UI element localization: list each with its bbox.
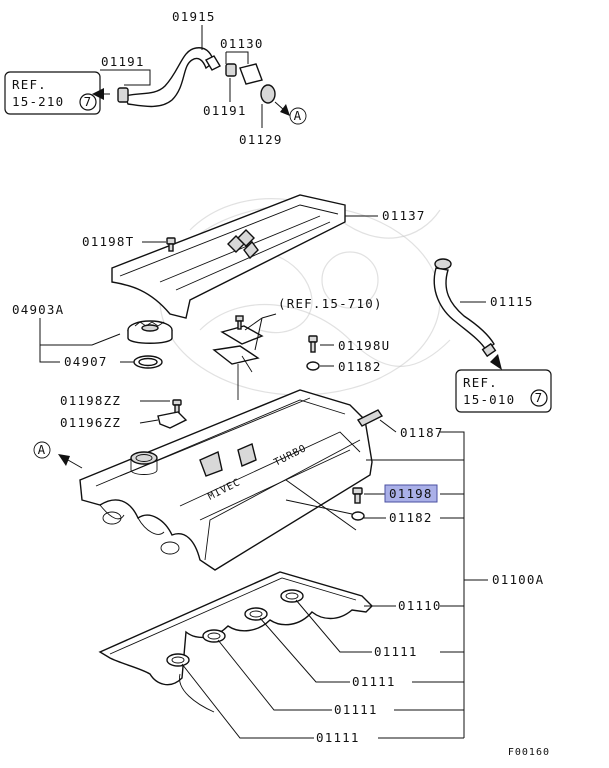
svg-text:15-010: 15-010	[463, 392, 515, 407]
label-04907: 04907	[64, 354, 108, 369]
label-01100A: 01100A	[492, 572, 544, 587]
pcv-valve	[239, 63, 263, 85]
bolt-01198	[352, 487, 363, 504]
label-01191-mid: 01191	[203, 103, 247, 118]
bolt-01198T	[166, 237, 176, 252]
label-01129: 01129	[239, 132, 283, 147]
washer-01182-b	[351, 511, 365, 521]
ref-box-15-010[interactable]: REF. 15-010 7	[455, 369, 552, 413]
label-01198ZZ: 01198ZZ	[60, 393, 121, 408]
label-01137: 01137	[382, 208, 426, 223]
arrow-a-left-icon	[58, 454, 70, 466]
label-01115: 01115	[490, 294, 534, 309]
engine-cover-01137	[111, 194, 346, 319]
label-01915: 01915	[172, 9, 216, 24]
seal-01111-a	[166, 653, 190, 667]
seal-01111-d	[280, 589, 304, 603]
label-01198U: 01198U	[338, 338, 390, 353]
hose-clamp-right	[225, 63, 237, 77]
label-01196ZZ: 01196ZZ	[60, 415, 121, 430]
ref-arrow-right	[490, 354, 502, 370]
label-04903A: 04903A	[12, 302, 64, 317]
hose-clamp-left	[117, 87, 129, 103]
label-01111-a: 01111	[374, 644, 418, 659]
bracket-01196ZZ	[157, 411, 188, 429]
label-01110: 01110	[398, 598, 442, 613]
figure-id: F00160	[508, 747, 550, 758]
label-01191-top: 01191	[101, 54, 145, 69]
filler-neck	[130, 451, 158, 465]
label-01111-d: 01111	[316, 730, 360, 745]
arrow-a-top-icon	[280, 104, 290, 116]
rocker-cover: MIVEC TURBO	[79, 389, 373, 571]
svg-text:REF.: REF.	[12, 77, 47, 92]
ref-arrow-left	[92, 88, 104, 100]
seal-01111-c	[244, 607, 268, 621]
label-ref-15-710: (REF.15-710)	[278, 296, 383, 311]
pin-01187	[356, 409, 384, 427]
label-01182-b: 01182	[389, 510, 433, 525]
label-01130: 01130	[220, 36, 264, 51]
grommet	[260, 84, 276, 104]
svg-text:7: 7	[535, 390, 544, 405]
breather-hose-group: A	[92, 47, 307, 125]
svg-text:15-210: 15-210	[12, 94, 64, 109]
label-01182-a: 01182	[338, 359, 382, 374]
bolt-01198U	[308, 335, 318, 353]
marker-a-left: A	[38, 442, 47, 457]
ref-box-15-210[interactable]: REF. 15-210 7	[4, 71, 101, 115]
label-01187: 01187	[400, 425, 444, 440]
label-01198T: 01198T	[82, 234, 134, 249]
hose-01115	[433, 258, 497, 358]
spark-plug-seals	[166, 589, 304, 667]
oil-filler-cap-04903A	[127, 320, 173, 344]
washer-01182-a	[306, 361, 320, 371]
bolt-01198ZZ	[172, 399, 182, 414]
seal-01111-b	[202, 629, 226, 643]
bracket-group	[212, 315, 264, 400]
svg-text:REF.: REF.	[463, 375, 498, 390]
highlight-01198[interactable]	[384, 484, 438, 503]
marker-a-top: A	[294, 108, 303, 123]
gasket-04907	[133, 355, 163, 369]
label-01111-c: 01111	[334, 702, 378, 717]
label-01111-b: 01111	[352, 674, 396, 689]
svg-text:7: 7	[84, 94, 93, 109]
label-01198-highlight: 01198	[389, 486, 433, 501]
